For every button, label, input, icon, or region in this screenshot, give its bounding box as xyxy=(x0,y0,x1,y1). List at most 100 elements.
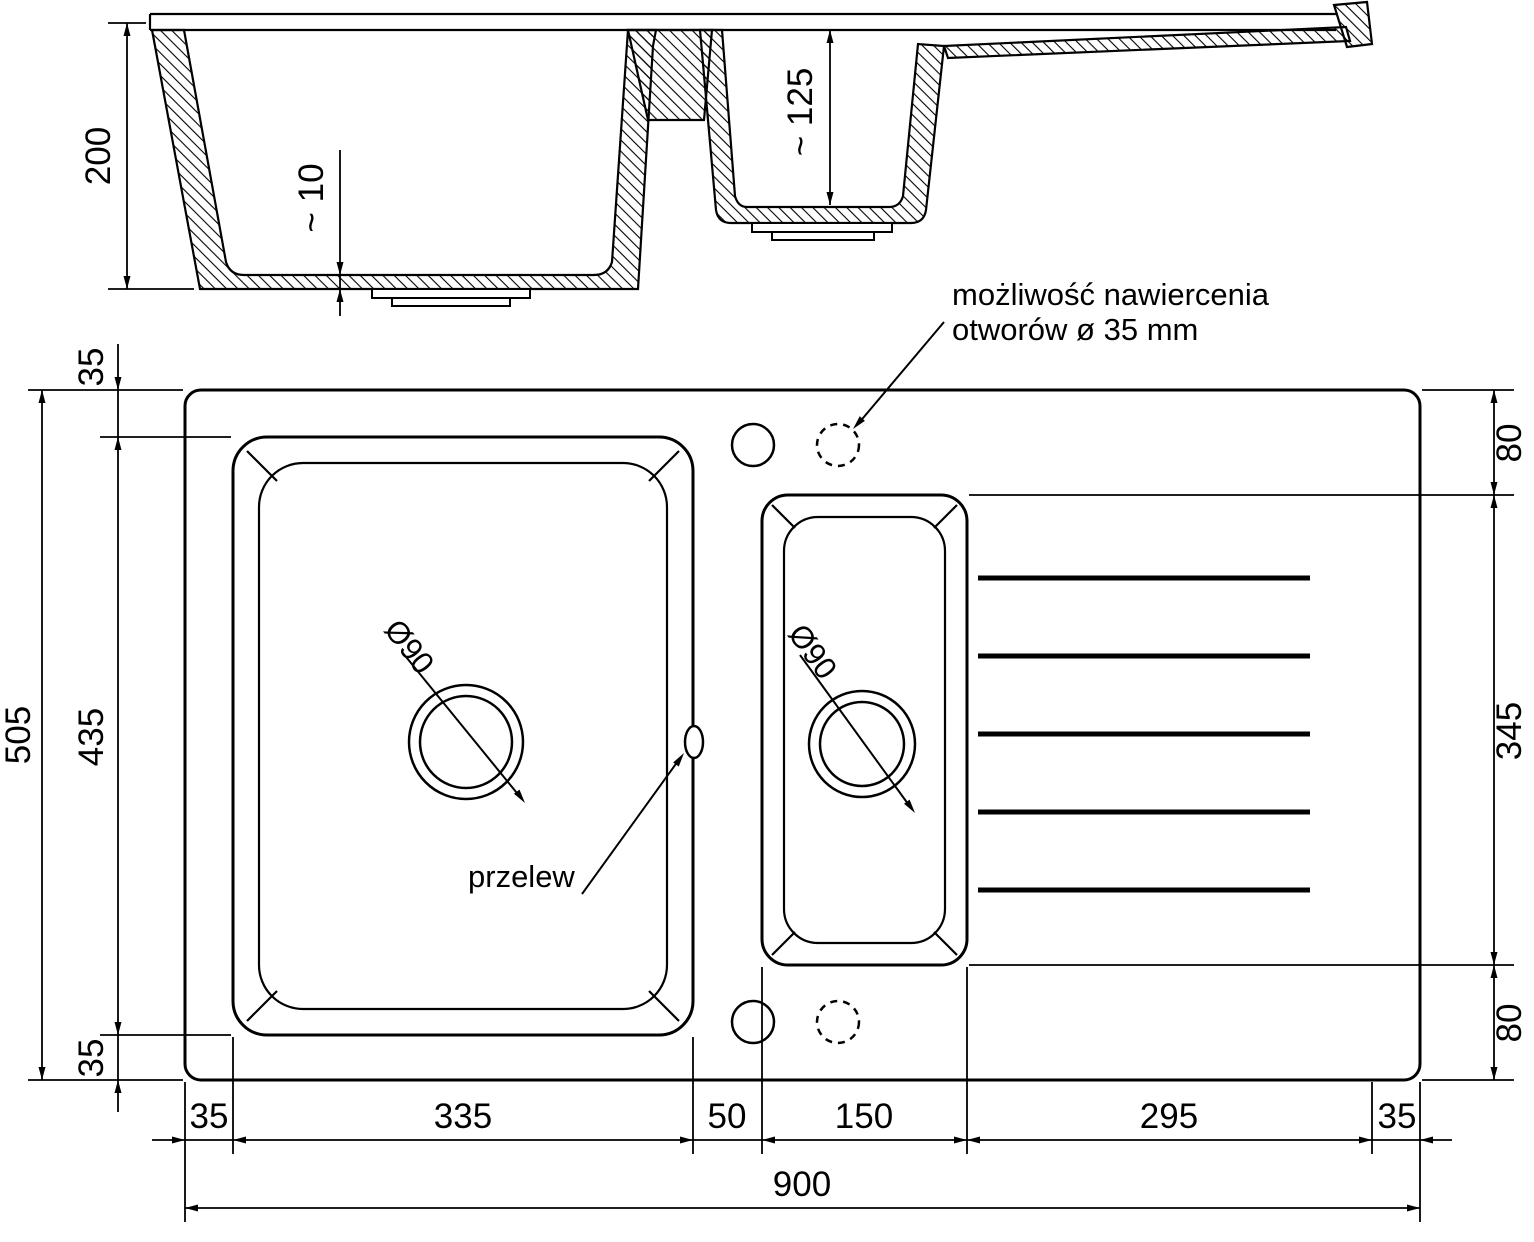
arrowhead xyxy=(114,437,122,450)
arrowhead xyxy=(904,799,915,813)
label-drill-note: możliwość nawiercenia otworów ø 35 mm xyxy=(853,277,1270,429)
corner-chamfer xyxy=(246,450,278,482)
arrowhead xyxy=(38,1067,46,1080)
arrowhead xyxy=(1490,495,1498,508)
dim-total-width-900: 900 xyxy=(185,1165,1420,1212)
arrowhead xyxy=(853,416,865,429)
label-drain-left: Ø90 xyxy=(377,613,525,803)
drain-diameter-text: Ø90 xyxy=(781,618,844,686)
leader-line xyxy=(857,321,945,425)
drainboard-section xyxy=(942,25,1352,60)
dim-text-total-width: 900 xyxy=(773,1165,831,1204)
dim-text-right-top: 80 xyxy=(1490,424,1529,463)
drill-note-line2: otworów ø 35 mm xyxy=(952,312,1198,347)
corner-chamfer xyxy=(771,504,796,529)
arrowhead xyxy=(123,23,131,36)
main-drain-flange-inner xyxy=(391,297,511,307)
arrowhead xyxy=(233,1136,246,1144)
dim-text-left-margin-top: 35 xyxy=(72,348,111,387)
drill-note-line1: możliwość nawiercenia xyxy=(952,277,1270,312)
corner-chamfer xyxy=(648,450,680,482)
dim-depth-200: 200 xyxy=(79,22,194,290)
arrowhead xyxy=(826,30,834,43)
dim-bottom-widths: 35 335 50 150 295 35 xyxy=(152,967,1452,1222)
corner-chamfer xyxy=(933,931,958,956)
label-przelew: przelew xyxy=(468,753,684,895)
dim-text-bottom-2: 50 xyxy=(708,1097,747,1136)
overflow-mark xyxy=(683,724,705,760)
arrowhead xyxy=(1490,1067,1498,1080)
arrowhead xyxy=(38,390,46,403)
half-bowl-drain-inner xyxy=(818,700,906,788)
dim-text-bottom-thickness: ~ 10 xyxy=(292,163,331,232)
main-drain-flange-outer xyxy=(371,288,531,299)
dim-depth-125: ~ 125 xyxy=(781,30,834,205)
dim-text-total-height: 505 xyxy=(0,706,38,764)
half-bowl-section xyxy=(698,28,946,225)
main-bowl-section xyxy=(150,28,658,291)
plan-view: możliwość nawiercenia otworów ø 35 mm pr… xyxy=(0,277,1529,1222)
section-view: 200 ~ 10 ~ 125 xyxy=(79,0,1374,316)
arrowhead xyxy=(114,1080,122,1093)
arrowhead xyxy=(114,377,122,390)
arrowhead xyxy=(673,753,684,767)
corner-chamfer xyxy=(771,931,796,956)
faucet-hole xyxy=(730,999,776,1045)
dim-thickness-10: ~ 10 xyxy=(292,150,344,316)
half-drain-flange-outer xyxy=(751,222,893,233)
dim-left-margins: 35 435 35 xyxy=(72,344,231,1112)
faucet-hole-optional xyxy=(815,999,861,1045)
leader-line xyxy=(799,654,912,809)
dim-text-bottom-3: 150 xyxy=(835,1097,893,1136)
divider-wall-section xyxy=(626,28,714,122)
leader-line xyxy=(581,760,679,895)
half-bowl-inner xyxy=(782,515,947,945)
arrowhead xyxy=(1359,1136,1372,1144)
arrowhead xyxy=(172,1136,185,1144)
arrowhead xyxy=(114,1022,122,1035)
corner-chamfer xyxy=(933,504,958,529)
arrowhead xyxy=(185,1204,198,1212)
half-drain-flange-inner xyxy=(771,231,875,241)
arrowhead xyxy=(123,276,131,289)
arrowhead xyxy=(336,262,344,275)
arrowhead xyxy=(954,1136,967,1144)
arrowhead xyxy=(1490,482,1498,495)
main-bowl-drain-outer xyxy=(407,683,525,801)
faucet-hole xyxy=(730,422,776,468)
arrowhead xyxy=(1407,1204,1420,1212)
dim-text-bottom-5: 35 xyxy=(1378,1097,1417,1136)
dim-text-bottom-1: 335 xyxy=(434,1097,492,1136)
faucet-hole-optional xyxy=(815,422,861,468)
half-bowl-drain-outer xyxy=(807,689,917,799)
dim-text-bottom-0: 35 xyxy=(190,1097,229,1136)
dim-text-depth-half-bowl: ~ 125 xyxy=(781,68,820,157)
dim-height-505: 505 xyxy=(0,389,183,1081)
sink-outline xyxy=(183,388,1422,1082)
overflow-label: przelew xyxy=(468,859,575,894)
arrowhead xyxy=(1420,1136,1433,1144)
main-bowl-drain-inner xyxy=(418,694,514,790)
dim-text-left-margin-bottom: 35 xyxy=(72,1039,111,1078)
main-bowl-inner xyxy=(257,461,669,1011)
arrowhead xyxy=(680,1136,693,1144)
corner-chamfer xyxy=(246,990,278,1022)
corner-chamfer xyxy=(648,990,680,1022)
dim-text-right-bottom: 80 xyxy=(1490,1004,1529,1043)
main-bowl-outer xyxy=(231,435,695,1037)
arrowhead xyxy=(1490,390,1498,403)
half-bowl-outer xyxy=(760,493,969,967)
right-lip-section xyxy=(1332,0,1374,49)
arrowhead xyxy=(1490,952,1498,965)
arrowhead xyxy=(1490,965,1498,978)
arrowhead xyxy=(762,1136,775,1144)
arrowhead xyxy=(336,289,344,302)
dim-text-depth-main: 200 xyxy=(79,127,118,185)
dim-text-half-bowl-height: 345 xyxy=(1490,702,1529,760)
leader-line xyxy=(401,651,522,799)
drain-diameter-text: Ø90 xyxy=(377,613,441,681)
arrowhead xyxy=(967,1136,980,1144)
arrowhead xyxy=(826,192,834,205)
